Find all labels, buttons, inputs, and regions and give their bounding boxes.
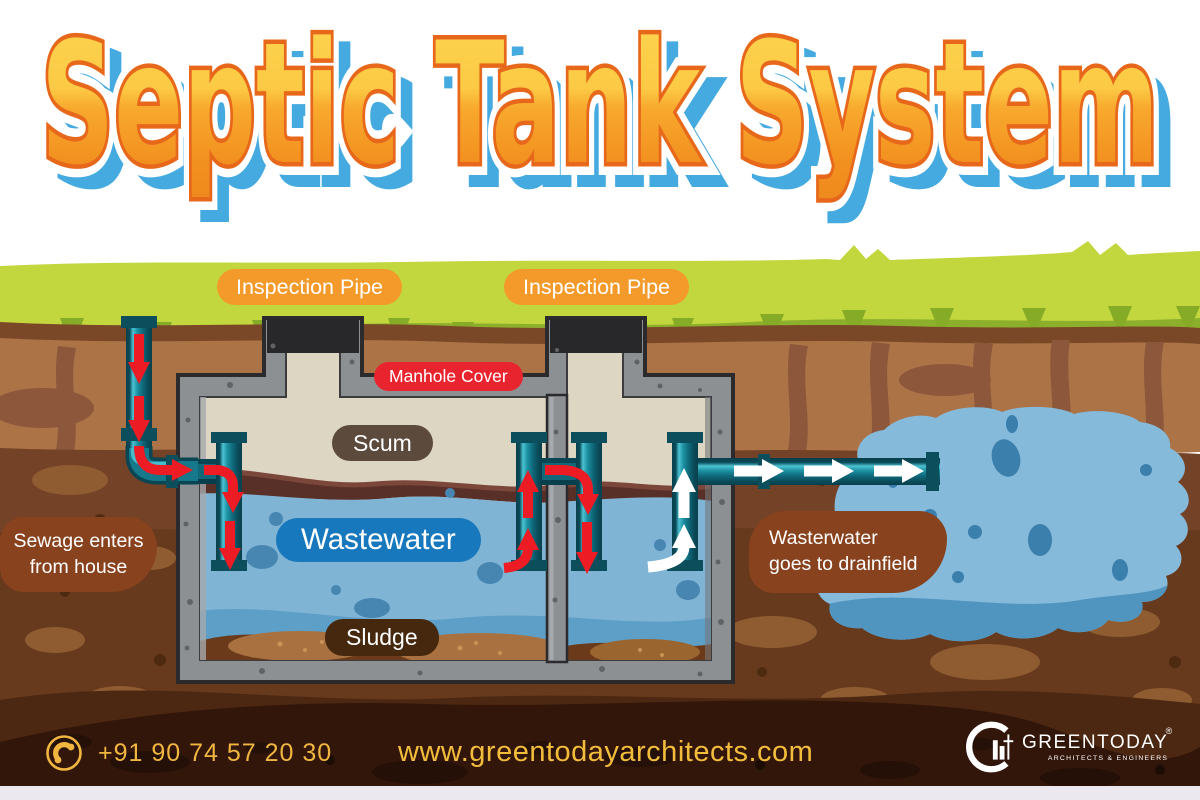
logo-subtext: ARCHITECTS & ENGINEERS [1047, 755, 1169, 762]
red-arrows [128, 334, 599, 574]
note-drainfield-line2: goes to drainfield [769, 553, 918, 575]
label-inspection-pipe-1: Inspection Pipe [217, 269, 403, 305]
greentoday-logo: ® GREENTODAY ARCHITECTS & ENGINEERS [958, 716, 1172, 778]
footer-ground [0, 690, 1200, 800]
flow-arrows [128, 334, 924, 574]
phone-number: +91 90 74 57 20 30 [98, 738, 333, 767]
logo-g-icon [966, 721, 1014, 773]
label-scum: Scum [332, 425, 433, 461]
note-sewage-enters: Sewage enters from house [0, 517, 157, 592]
manhole-cover-1 [267, 319, 359, 353]
footer-phone: +91 90 74 57 20 30 [44, 733, 332, 773]
label-wastewater: Wastewater [276, 518, 481, 562]
manhole-cover-2 [550, 319, 642, 353]
bottom-strip [0, 786, 1200, 800]
note-drainfield: Wasterwater goes to drainfield [749, 511, 947, 593]
website-url: www.greentodayarchitects.com [398, 736, 814, 768]
phone-icon [46, 735, 82, 771]
label-inspection-pipe-2: Inspection Pipe [504, 269, 690, 305]
title-art: Septic Tank System Septic Tank System Se… [28, 0, 1182, 227]
page-title: Septic Tank System [41, 6, 1159, 202]
label-sludge: Sludge [325, 619, 439, 656]
registered-mark: ® [1165, 726, 1173, 736]
logo-text: GREENTODAY [1022, 732, 1169, 753]
white-arrows [647, 459, 924, 573]
label-manhole-cover: Manhole Cover [374, 362, 523, 391]
title-outline: Septic Tank System [41, 6, 1159, 202]
note-drainfield-line1: Wasterwater [769, 527, 878, 550]
note-sewage-line2: from house [29, 555, 128, 578]
tank-contents [200, 469, 711, 660]
note-sewage-line1: Sewage enters [13, 529, 144, 552]
title-shadow: Septic Tank System [55, 22, 1173, 218]
